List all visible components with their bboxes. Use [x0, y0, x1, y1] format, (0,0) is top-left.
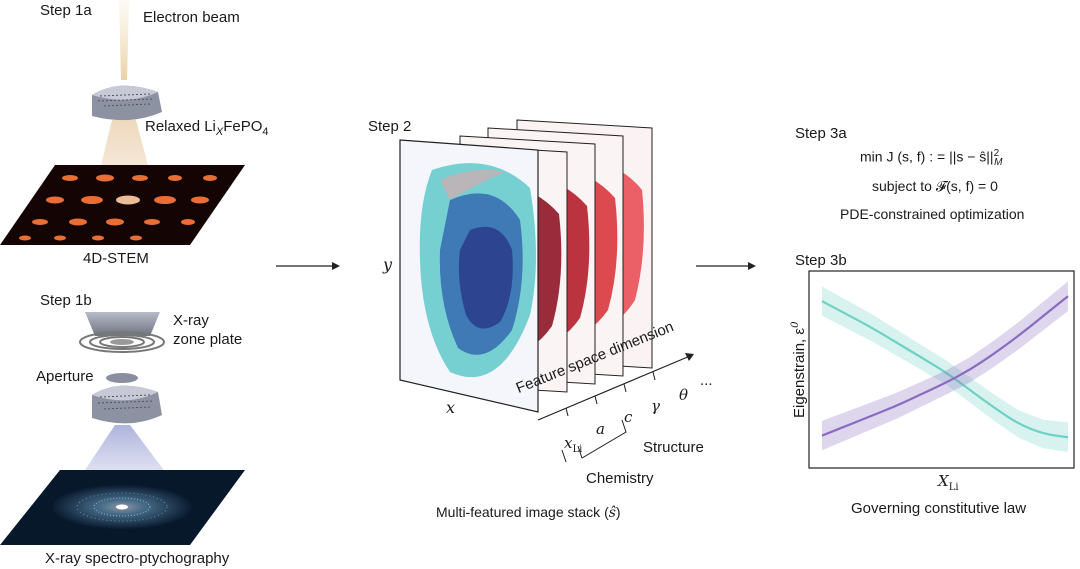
image-stack	[380, 110, 720, 490]
aperture-label: Aperture	[36, 368, 94, 385]
stack-y-axis-label: y	[383, 255, 392, 274]
sample-crystal-1a	[92, 86, 162, 120]
chart-caption: Governing constitutive law	[851, 500, 1026, 517]
step3a-title: Step 3a	[795, 125, 847, 142]
feature-label-theta: θ	[679, 386, 688, 404]
zone-plate-label-line2: zone plate	[173, 331, 242, 348]
ptychography-label: X-ray spectro-ptychography	[45, 550, 229, 567]
step3b-title: Step 3b	[795, 252, 847, 269]
chemistry-group-label: Chemistry	[586, 470, 654, 487]
ptychography-detector	[0, 470, 245, 545]
aperture	[106, 373, 138, 383]
4d-stem-detector	[0, 165, 245, 245]
chart-y-axis-label: Eigenstrain, ε0	[790, 322, 808, 418]
structure-group-label: Structure	[643, 439, 704, 456]
electron-beam	[119, 0, 129, 80]
feature-label-xli: xLi	[564, 434, 582, 455]
stack-frame-front	[400, 140, 538, 412]
feature-label-gamma: γ	[651, 397, 660, 415]
objective-equation: min J (s, f) : = ||s − ŝ||2M	[860, 148, 1002, 168]
feature-label-a: a	[596, 420, 605, 438]
pde-caption: PDE-constrained optimization	[840, 206, 1024, 222]
stack-x-axis-label: x	[446, 398, 455, 417]
zone-plate-label-line1: X-ray	[173, 312, 209, 329]
arrow-step2-to-step3	[694, 258, 758, 274]
step1b-title: Step 1b	[40, 292, 92, 309]
4d-stem-label: 4D-STEM	[83, 250, 149, 267]
arrow-step1-to-step2	[272, 258, 342, 274]
eigenstrain-chart	[808, 270, 1076, 470]
constraint-equation: subject to 𝓕(s, f) = 0	[872, 178, 998, 195]
feature-label-c: c	[624, 408, 632, 426]
step1-apparatus	[0, 0, 300, 569]
chart-x-axis-label: XLi	[938, 472, 959, 493]
sample-crystal-1b	[92, 386, 162, 424]
stack-caption: Multi-featured image stack (ŝ)	[436, 504, 621, 521]
feature-axis-ellipsis: ...	[700, 372, 713, 389]
xray-zone-plate	[80, 312, 164, 352]
relaxed-lifepo4-label: Relaxed LiXFePO4	[145, 118, 269, 138]
